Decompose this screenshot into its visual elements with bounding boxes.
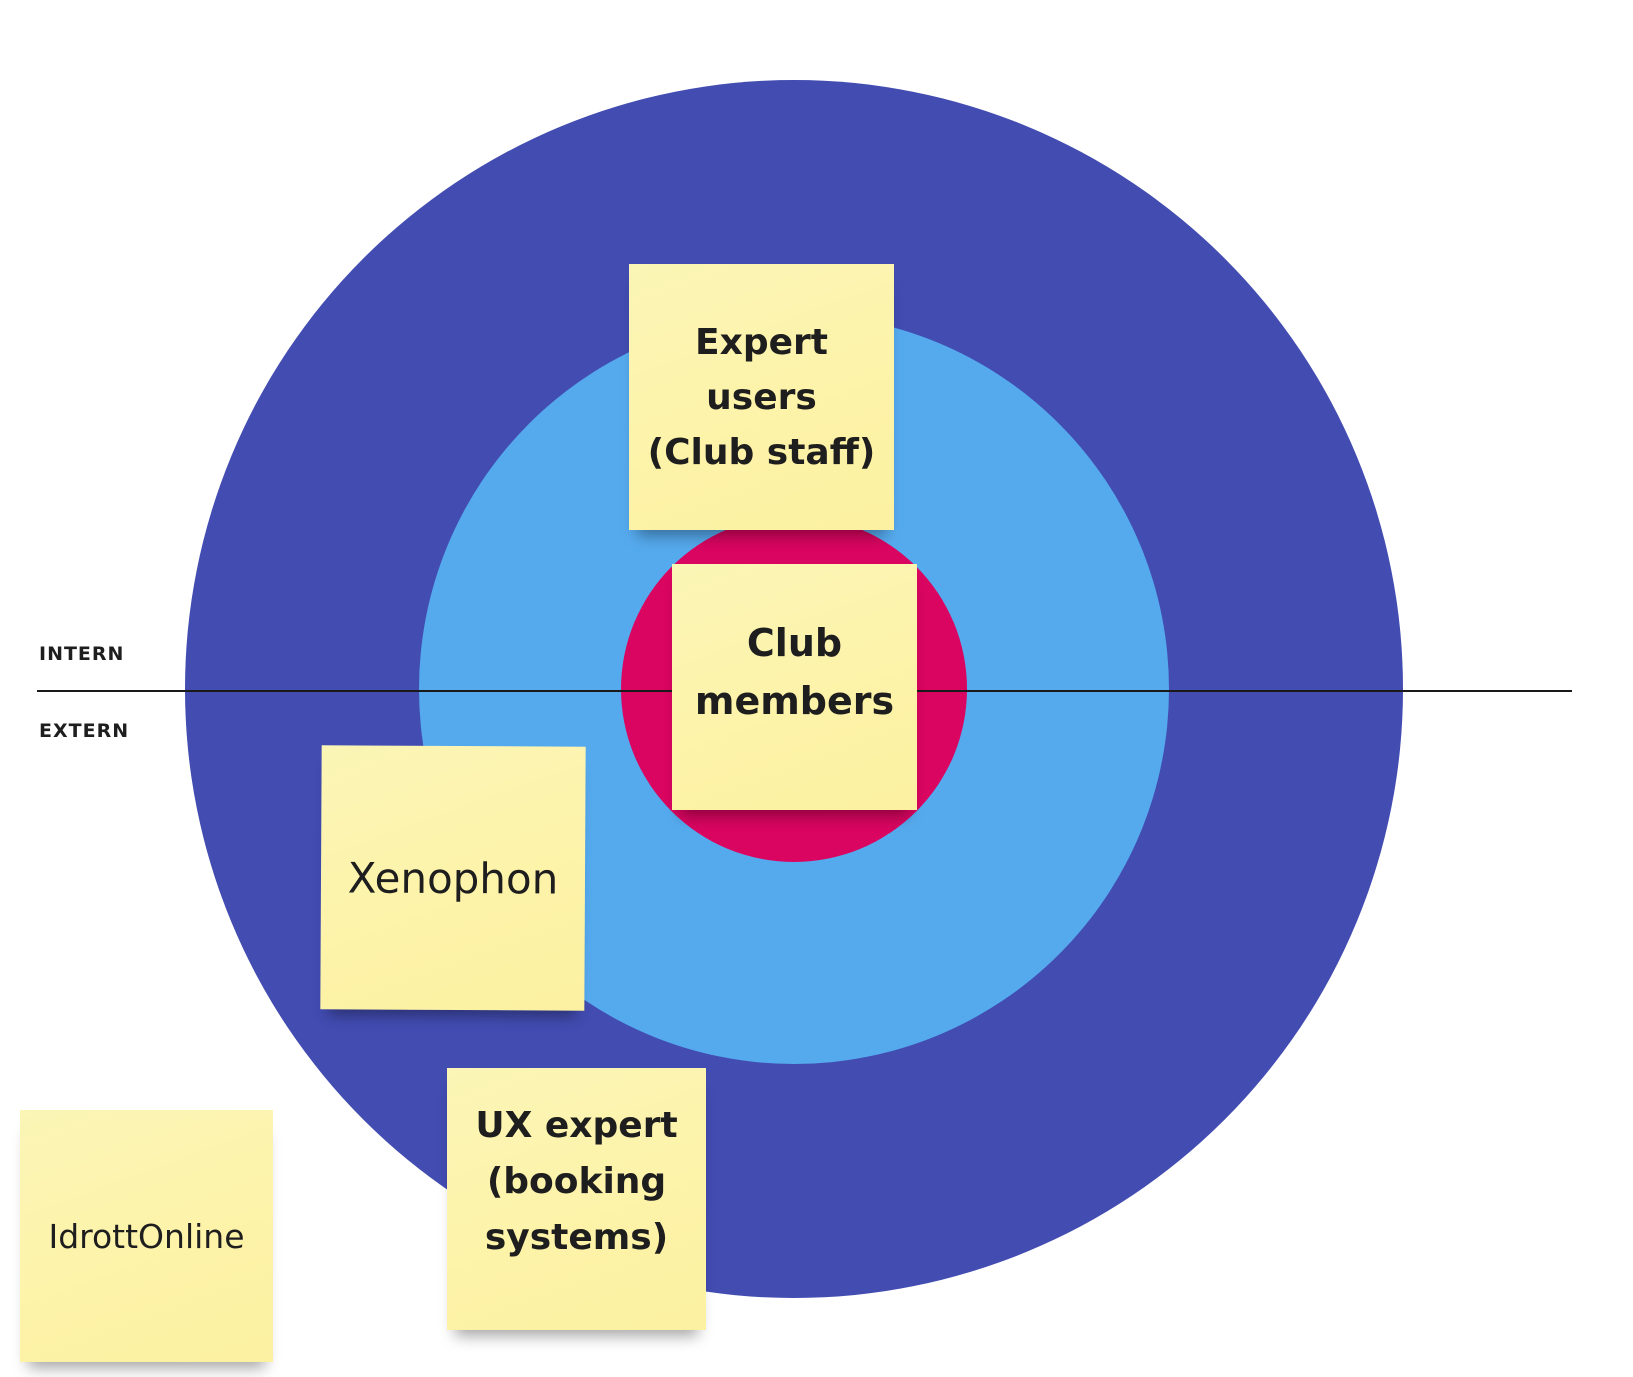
sticky-note-text: Club members (694, 621, 895, 723)
sticky-note-text: UX expert (booking systems) (475, 1105, 678, 1258)
sticky-note-ux-expert[interactable]: UX expert (booking systems) (447, 1068, 706, 1330)
sticky-note-text: Expert users (Club staff) (647, 321, 876, 473)
extern-label: EXTERN (39, 720, 130, 742)
sticky-note-expert-users[interactable]: Expert users (Club staff) (629, 264, 894, 530)
sticky-note-club-members[interactable]: Club members (672, 564, 917, 810)
sticky-note-text: Xenophon (347, 852, 559, 904)
sticky-note-text: IdrottOnline (48, 1216, 245, 1256)
sticky-note-xenophon[interactable]: Xenophon (320, 745, 586, 1011)
intern-label: INTERN (39, 643, 125, 665)
sticky-note-idrottonline[interactable]: IdrottOnline (20, 1110, 273, 1362)
